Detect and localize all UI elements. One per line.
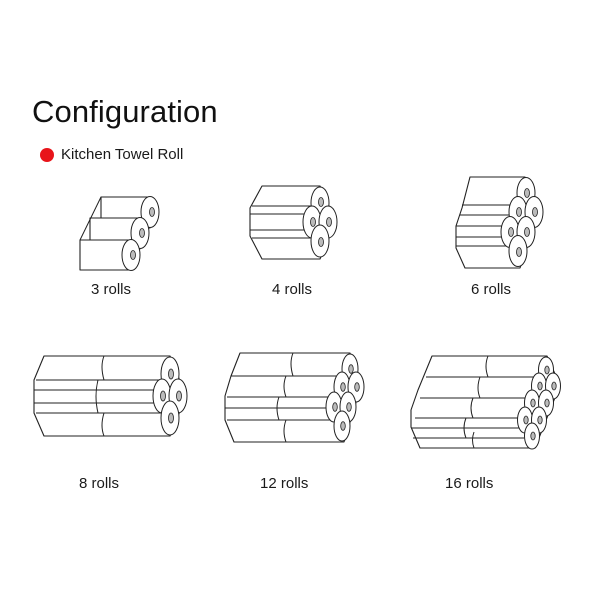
caption-6-rolls: 6 rolls — [471, 281, 512, 298]
caption-16-rolls: 16 rolls — [445, 475, 494, 492]
legend: Kitchen Towel Roll — [40, 146, 183, 163]
caption-3-rolls: 3 rolls — [91, 281, 132, 298]
legend-dot-icon — [40, 147, 54, 162]
page-title: Configuration — [32, 94, 218, 129]
caption-12-rolls: 12 rolls — [260, 475, 309, 492]
caption-4-rolls: 4 rolls — [272, 281, 313, 298]
caption-8-rolls: 8 rolls — [79, 475, 120, 492]
legend-label: Kitchen Towel Roll — [61, 146, 184, 163]
